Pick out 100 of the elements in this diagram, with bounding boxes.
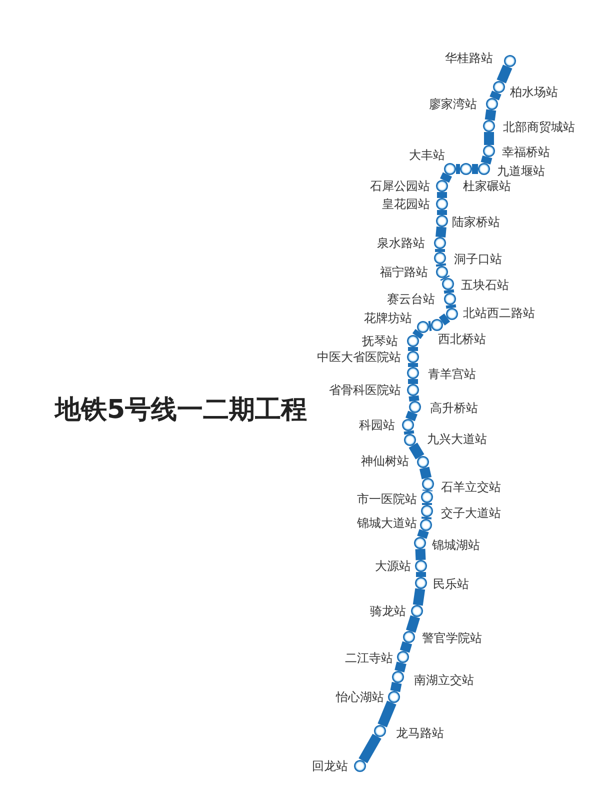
route-line (456, 164, 460, 174)
station-dot (407, 335, 419, 347)
station-name: 市一医院站 (357, 491, 417, 507)
route-line (404, 430, 414, 435)
station-dot (403, 631, 415, 643)
station-dot (417, 321, 429, 333)
station-dot (397, 651, 409, 663)
station-dot (436, 266, 448, 278)
station-name: 赛云台站 (387, 291, 435, 307)
station-dot (404, 434, 416, 446)
route-line (406, 410, 418, 422)
station-dot (431, 319, 443, 331)
station-name: 龙马路站 (396, 725, 444, 741)
title: 地铁5号线一二期工程 (55, 394, 308, 427)
station-name: 石羊立交站 (441, 479, 501, 495)
route-line (480, 155, 492, 165)
station-dot (420, 519, 432, 531)
route-line (390, 682, 402, 692)
route-line (416, 572, 426, 577)
station-dot (436, 180, 448, 192)
station-name: 泉水路站 (377, 235, 425, 251)
station-dot (417, 456, 429, 468)
route-line (408, 379, 418, 384)
route-line (436, 263, 446, 267)
route-line (408, 363, 418, 367)
station-name: 五块石站 (461, 277, 509, 293)
station-dot (411, 605, 423, 617)
station-name: 科园站 (359, 417, 395, 433)
station-name: 华桂路站 (445, 50, 493, 66)
station-name: 大源站 (375, 558, 411, 574)
station-name: 省骨科医院站 (329, 382, 401, 398)
route-line (358, 734, 382, 764)
station-dot (392, 671, 404, 683)
station-dot (407, 351, 419, 363)
route-line (428, 320, 432, 332)
route-line (394, 662, 406, 672)
route-line (408, 395, 420, 402)
route-line (422, 503, 432, 505)
route-line (472, 164, 478, 174)
station-dot (436, 215, 448, 227)
station-name: 抚琴站 (362, 333, 398, 349)
station-dot (354, 760, 366, 772)
station-dot (434, 237, 446, 249)
route-line (437, 210, 447, 215)
station-name: 九兴大道站 (427, 431, 487, 447)
station-dot (409, 401, 421, 413)
station-name: 福宁路站 (380, 264, 428, 280)
station-name: 石犀公园站 (370, 178, 430, 194)
station-dot (434, 252, 446, 264)
station-dot (407, 367, 419, 379)
station-name: 廖家湾站 (429, 96, 477, 112)
route-line (440, 172, 452, 183)
station-name: 杜家碾站 (463, 178, 511, 194)
station-name: 锦城湖站 (432, 537, 480, 553)
station-dot (402, 419, 414, 431)
route-line (415, 548, 426, 560)
route-line (422, 490, 433, 492)
station-dot (460, 163, 472, 175)
station-name: 柏水场站 (510, 84, 558, 100)
route-line (419, 466, 432, 480)
route-line (417, 529, 429, 539)
station-name: 怡心湖站 (336, 689, 384, 705)
station-name: 西北桥站 (438, 331, 486, 347)
route-line (412, 588, 426, 606)
station-name: 交子大道站 (441, 505, 501, 521)
station-dot (374, 725, 386, 737)
station-dot (422, 478, 434, 490)
station-name: 回龙站 (312, 758, 348, 774)
route-line (446, 304, 456, 309)
route-line (378, 700, 396, 728)
station-name: 幸福桥站 (502, 144, 550, 160)
station-dot (436, 198, 448, 210)
station-dot (388, 691, 400, 703)
station-name: 南湖立交站 (414, 672, 474, 688)
station-dot (442, 278, 454, 290)
route-line (438, 314, 450, 326)
station-name: 北站西二路站 (463, 305, 535, 321)
station-name: 二江寺站 (345, 650, 393, 666)
station-dot (444, 293, 456, 305)
route-line (408, 442, 424, 460)
station-dot (414, 537, 426, 549)
route-line (406, 615, 420, 633)
station-name: 陆家桥站 (452, 214, 500, 230)
route-line (412, 328, 424, 340)
station-name: 北部商贸城站 (503, 119, 575, 135)
station-name: 锦城大道站 (357, 515, 417, 531)
route-line (421, 516, 432, 520)
station-name: 大丰站 (409, 147, 445, 163)
station-name: 青羊宫站 (428, 366, 476, 382)
station-dot (483, 120, 495, 132)
station-name: 皇花园站 (382, 196, 430, 212)
station-dot (421, 491, 433, 503)
route-line (444, 289, 454, 294)
route-line (400, 641, 412, 653)
station-dot (407, 384, 419, 396)
station-dot (444, 163, 456, 175)
station-name: 警官学院站 (422, 630, 482, 646)
station-name: 高升桥站 (430, 400, 478, 416)
station-dot (493, 81, 505, 93)
route-line (484, 109, 496, 121)
